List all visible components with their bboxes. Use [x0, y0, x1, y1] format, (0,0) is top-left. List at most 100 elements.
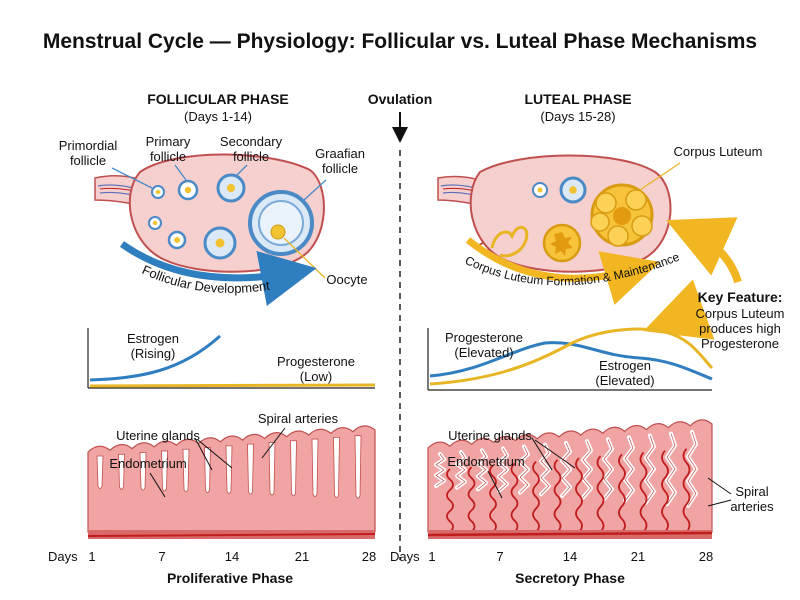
uterine-gland: [354, 435, 362, 499]
uterine-gland-outline: [435, 453, 445, 487]
uterine-gland: [333, 436, 340, 498]
luteal-endometrium-leader: [487, 470, 503, 499]
luteal-tick-label: 7: [496, 549, 503, 564]
secondary-follicle: [559, 176, 587, 204]
luteal-uterine-glands: [434, 429, 698, 508]
key-feature-text: produces high: [699, 321, 781, 336]
uterine-gland: [182, 448, 190, 493]
follicular-day-axis: Days 1 7 14 21 28 Proliferative Phase: [48, 549, 376, 586]
secondary-leader: [235, 164, 248, 177]
primordial-leader: [111, 167, 153, 189]
corpus-luteum-formation-arrow: [465, 237, 661, 305]
luteal-endometrium: [427, 419, 713, 539]
follicular-tick-label: 14: [225, 549, 239, 564]
secondary-label: Secondary: [220, 134, 283, 149]
luteal-tick-label: 14: [563, 549, 577, 564]
luteal-endometrium-label: Endometrium: [447, 454, 524, 469]
spiral-artery: [553, 459, 562, 533]
uterine-gland-outline: [582, 440, 592, 498]
follicular-tick-label: 7: [158, 549, 165, 564]
luteal-glands-leader: [534, 439, 576, 469]
spiral-artery: [446, 468, 454, 533]
luteal-spiral-arteries: [446, 448, 691, 533]
follicular-endometrium-label: Endometrium: [109, 456, 186, 471]
small-follicle: [148, 216, 162, 230]
follicular-hormone-chart: Estrogen (Rising) Progesterone (Low): [87, 328, 376, 389]
follicular-tick-label: 21: [295, 549, 309, 564]
spiral-artery: [489, 464, 497, 533]
primary-label: Primary: [146, 134, 191, 149]
follicular-glands-leader: [194, 437, 213, 471]
uterine-gland: [139, 452, 147, 491]
uterine-gland-outline: [666, 433, 676, 505]
spiral-artery: [510, 462, 519, 533]
secondary-follicle: [203, 226, 237, 260]
follicular-phase-days: (Days 1-14): [184, 109, 252, 124]
uterine-gland: [225, 445, 233, 494]
primary-follicle: [177, 179, 199, 201]
luteal-tick-label: 1: [428, 549, 435, 564]
follicular-uterine-glands: [96, 435, 362, 499]
primordial-label: Primordial: [59, 138, 118, 153]
spiral-artery: [575, 457, 583, 533]
small-follicle: [167, 230, 187, 250]
uterine-gland: [118, 453, 125, 490]
uterine-gland-outline: [519, 446, 529, 493]
follicular-basal-artery: [87, 533, 376, 537]
luteal-tick-label: 21: [631, 549, 645, 564]
graafian-label: Graafian: [315, 146, 365, 161]
luteal-tick-label: 28: [699, 549, 713, 564]
spiral-artery: [639, 451, 648, 533]
uterine-gland-outline: [645, 435, 655, 503]
follicular-endometrium-leader: [149, 472, 166, 498]
follicular-endometrium: [87, 425, 376, 539]
corpus-luteum-leader: [639, 162, 681, 191]
luteal-glands-leader: [531, 437, 553, 471]
uterine-gland-outline: [624, 437, 634, 502]
luteal-glands-label: Uterine glands: [448, 428, 532, 443]
proliferative-phase-label: Proliferative Phase: [167, 570, 293, 586]
follicular-estrogen-label: (Rising): [131, 346, 176, 361]
follicular-glands-label: Uterine glands: [116, 428, 200, 443]
secondary-follicle: [216, 173, 246, 203]
luteal-hormone-chart: Progesterone (Elevated) Estrogen (Elevat…: [427, 327, 714, 391]
graafian-leader: [303, 179, 327, 201]
spiral-artery: [618, 453, 626, 533]
luteal-arteries-leader: [707, 499, 732, 507]
corpus-luteum-label: Corpus Luteum: [674, 144, 763, 159]
follicular-progesterone-label: (Low): [300, 369, 333, 384]
primary-label: follicle: [150, 149, 186, 164]
follicular-axis-label: Days: [48, 549, 78, 564]
spiral-artery: [596, 455, 605, 533]
luteal-basal-artery: [427, 531, 713, 537]
key-feature-arrow-lower: [643, 279, 715, 340]
uterine-gland: [161, 450, 168, 492]
uterine-gland-outline: [456, 451, 466, 488]
uterine-gland: [204, 447, 211, 493]
spiral-artery: [682, 448, 691, 533]
luteal-estrogen-label: (Elevated): [595, 373, 654, 388]
spiral-artery: [661, 450, 669, 533]
secretory-phase-label: Secretory Phase: [515, 570, 625, 586]
uterine-gland: [311, 438, 319, 497]
uterine-gland: [290, 440, 297, 497]
developing-corpus-luteum: [542, 223, 582, 263]
follicular-estrogen-curve: [89, 334, 222, 382]
luteal-endometrium-tissue: [427, 419, 713, 533]
ovulation-label: Ovulation: [368, 91, 433, 107]
uterine-gland-outline: [477, 450, 487, 490]
luteal-phase-days: (Days 15-28): [540, 109, 615, 124]
luteal-estrogen-curve: [429, 341, 713, 381]
luteal-progesterone-curve: [429, 327, 714, 386]
uterine-gland: [247, 443, 254, 495]
follicular-progesterone-label: Progesterone: [277, 354, 355, 369]
key-feature-arrow-upper: [666, 217, 742, 284]
oocyte-label: Oocyte: [326, 272, 367, 287]
uterine-gland-outline: [603, 439, 613, 500]
spiral-artery: [532, 461, 540, 533]
follicular-tick-label: 28: [362, 549, 376, 564]
follicular-progesterone-curve: [89, 383, 376, 388]
follicular-tick-label: 1: [88, 549, 95, 564]
luteal-estrogen-label: Estrogen: [599, 358, 651, 373]
spiral-artery: [467, 466, 476, 533]
